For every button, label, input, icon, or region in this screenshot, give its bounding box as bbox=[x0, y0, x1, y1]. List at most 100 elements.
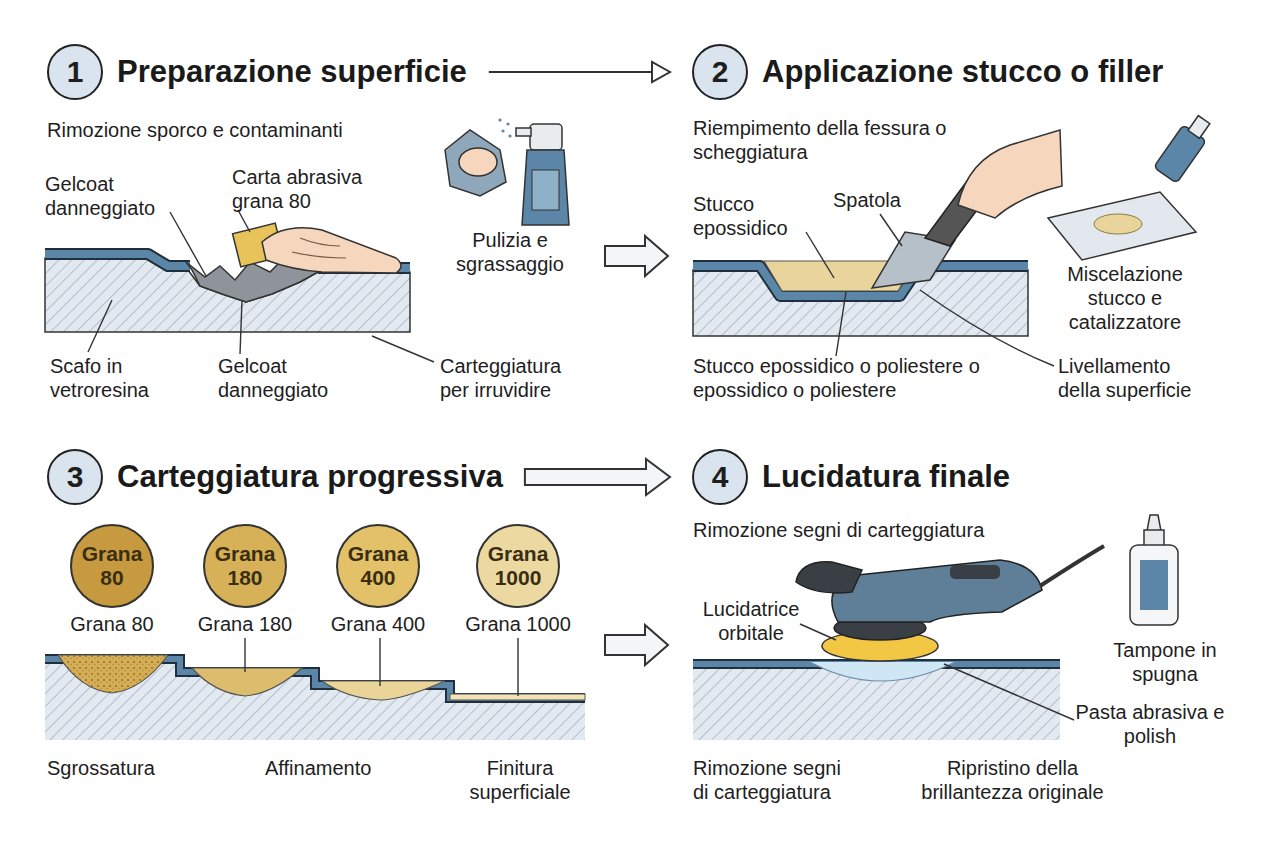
callout-label: Rimozione segni di carteggiatura bbox=[693, 518, 1113, 542]
callout-label: Finitura superficiale bbox=[460, 756, 580, 804]
step-heading: 4Lucidatura finale bbox=[692, 449, 1010, 505]
step-heading: 3 Carteggiatura progressiva bbox=[47, 449, 503, 505]
callout-label: Rimozione segni di carteggiatura bbox=[693, 756, 858, 804]
callout-label: Lucidatrice orbitale bbox=[686, 597, 816, 645]
leader-lines bbox=[806, 214, 1054, 366]
mist-dot bbox=[501, 129, 504, 132]
leader-lines bbox=[245, 638, 518, 696]
bottle-cap bbox=[1188, 116, 1210, 139]
callout-label: Pasta abrasiva e polish bbox=[1070, 700, 1230, 748]
leader-line bbox=[379, 638, 380, 686]
step-number: 4 bbox=[692, 449, 748, 505]
spray-head bbox=[530, 124, 562, 150]
filler-fine bbox=[322, 681, 445, 700]
bottle-nozzle bbox=[1147, 515, 1161, 531]
step-number: 3 bbox=[47, 449, 103, 505]
callout-label: Ripristino della brillantezza originale bbox=[905, 756, 1120, 804]
hull-section bbox=[450, 702, 585, 740]
cleaning-cloth bbox=[445, 130, 506, 196]
callout-label: Tampone in spugna bbox=[1100, 638, 1230, 686]
grit-value: Grana 80 bbox=[81, 542, 143, 590]
callout-label: Grana 180 bbox=[185, 612, 305, 636]
mixing-board bbox=[1048, 192, 1196, 260]
callout-label: Stucco epossidico o poliestere o epossid… bbox=[693, 354, 983, 402]
grit-value: Grana 400 bbox=[347, 542, 409, 590]
power-cord bbox=[1040, 546, 1104, 586]
spray-bottle bbox=[522, 150, 569, 225]
bottle-label bbox=[1140, 560, 1168, 610]
polisher-body bbox=[832, 560, 1042, 622]
hand bbox=[459, 148, 497, 176]
leader-line bbox=[170, 212, 206, 276]
step-heading: 2 Applicazione stucco o filler bbox=[692, 44, 1163, 100]
callout-label: Affinamento bbox=[265, 756, 405, 780]
step-heading: 1 Preparazione superficie bbox=[47, 44, 467, 100]
callout-label: Carta abrasiva grana 80 bbox=[232, 165, 402, 213]
step-number: 2 bbox=[692, 44, 748, 100]
leader-line bbox=[372, 336, 434, 362]
leader-line bbox=[800, 624, 836, 640]
finger-line bbox=[292, 238, 346, 258]
callout-label: Grana 80 bbox=[52, 612, 172, 636]
spray-nozzle bbox=[516, 128, 531, 136]
callout-label: Rimozione sporco e contaminanti bbox=[47, 118, 467, 142]
callout-label: Spatola bbox=[833, 188, 923, 212]
leader-line bbox=[836, 292, 846, 356]
polish-shine bbox=[810, 662, 955, 681]
callout-label: Pulizia e sgrassaggio bbox=[445, 228, 575, 276]
step-number: 1 bbox=[47, 44, 103, 100]
leader-line bbox=[88, 300, 112, 352]
hand bbox=[262, 228, 401, 273]
filler-rough bbox=[58, 655, 168, 693]
callout-label: Scafo in vetroresina bbox=[50, 354, 180, 402]
gelcoat-outline bbox=[45, 254, 190, 266]
mist-dot bbox=[506, 122, 509, 125]
grit-circle: Grana 180 bbox=[203, 524, 287, 608]
mist-dot bbox=[498, 118, 501, 121]
callout-label: Stucco epossidico bbox=[693, 192, 813, 240]
callout-label: Gelcoat danneggiato bbox=[45, 172, 185, 220]
flow-arrow bbox=[605, 625, 668, 665]
grit-value: Grana 1000 bbox=[487, 542, 549, 590]
leader-lines bbox=[800, 624, 1074, 720]
filler-medium bbox=[192, 668, 302, 696]
leader-line bbox=[244, 638, 245, 672]
mixed-filler bbox=[1094, 214, 1142, 234]
bottle-neck bbox=[1144, 530, 1164, 546]
step-title: Carteggiatura progressiva bbox=[117, 459, 503, 495]
leader-line bbox=[806, 232, 834, 278]
leader-lines bbox=[88, 210, 434, 362]
flow-arrow bbox=[525, 459, 670, 495]
grit-circle: Grana 1000 bbox=[476, 524, 560, 608]
callout-label: Grana 400 bbox=[318, 612, 438, 636]
callout-label: Sgrossatura bbox=[47, 756, 187, 780]
grit-circle: Grana 80 bbox=[70, 524, 154, 608]
grit-value: Grana 180 bbox=[214, 542, 276, 590]
hand bbox=[958, 130, 1062, 218]
bottle-label bbox=[532, 170, 559, 210]
step-title: Preparazione superficie bbox=[117, 54, 467, 90]
leader-line bbox=[517, 638, 518, 696]
arrow-line bbox=[489, 71, 652, 73]
polisher-grip bbox=[950, 565, 1000, 579]
polish-bottle bbox=[1130, 545, 1178, 625]
callout-label: Miscelazione stucco e catalizzatore bbox=[1050, 262, 1200, 334]
spray-mist bbox=[498, 118, 511, 137]
callout-label: Livellamento della superficie bbox=[1058, 354, 1218, 402]
flow-arrow bbox=[605, 236, 668, 276]
callout-label: Grana 1000 bbox=[458, 612, 578, 636]
gelcoat-layer bbox=[45, 254, 190, 266]
arrow-head bbox=[652, 62, 670, 82]
block-arrow bbox=[525, 459, 670, 495]
step-title: Applicazione stucco o filler bbox=[762, 54, 1163, 90]
leader-line bbox=[920, 290, 1054, 366]
leader-line bbox=[238, 210, 250, 232]
callout-label: Gelcoat danneggiato bbox=[218, 354, 358, 402]
callout-label: Carteggiatura per irruvidire bbox=[440, 354, 590, 402]
grit-circle: Grana 400 bbox=[336, 524, 420, 608]
flow-arrow bbox=[489, 62, 670, 82]
callout-label: Riempimento della fessura o scheggiatura bbox=[693, 116, 951, 164]
leader-line bbox=[944, 664, 1074, 720]
leader-line bbox=[880, 214, 902, 246]
